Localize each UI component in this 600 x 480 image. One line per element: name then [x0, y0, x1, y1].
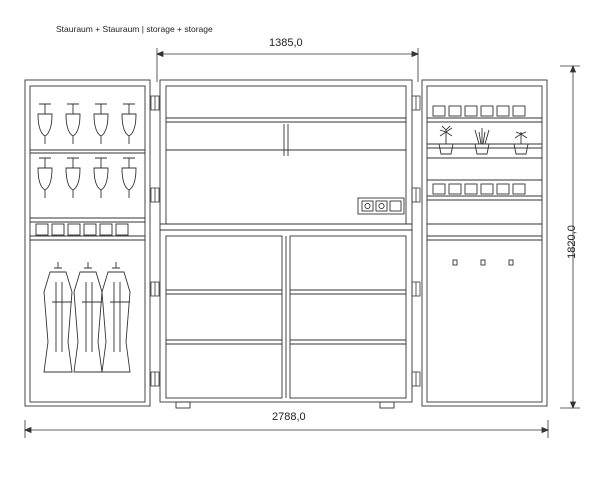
center-cabinet [159, 79, 413, 409]
hanging-aprons [43, 262, 131, 373]
jar-row-right-spice [432, 183, 526, 195]
drawing-caption: Stauraum + Stauraum | storage + storage [56, 24, 213, 34]
wine-glasses-upper [37, 103, 137, 144]
hinges-right [411, 95, 421, 387]
jar-row-right-top [432, 105, 526, 117]
right-door [421, 79, 548, 407]
wine-glasses-lower [37, 157, 137, 198]
jar-row-left [35, 223, 129, 236]
door-hooks [452, 259, 514, 266]
dimension-lines [23, 48, 580, 438]
dimension-top-width: 1385,0 [269, 37, 303, 49]
left-door [24, 79, 151, 407]
hinges-left [150, 95, 160, 387]
power-outlets [357, 197, 405, 215]
herb-pots [438, 125, 529, 155]
dimension-total-width: 2788,0 [272, 411, 306, 423]
